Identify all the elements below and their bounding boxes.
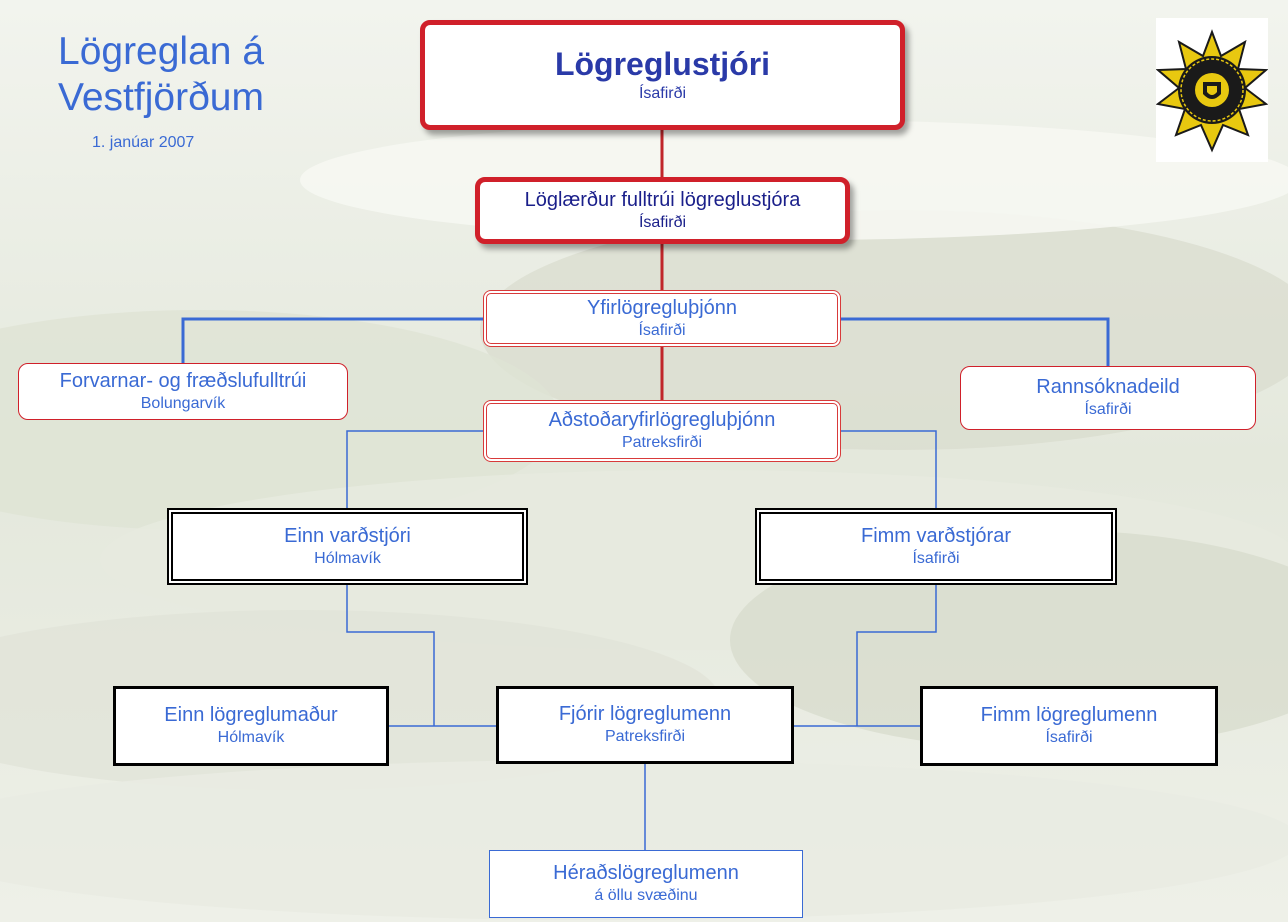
org-title-line1: Lögreglan á bbox=[58, 30, 265, 73]
node-deputy-inspector-name: Aðstoðaryfirlögregluþjónn bbox=[548, 409, 776, 431]
node-one-sergeant-name: Einn varðstjóri bbox=[284, 524, 411, 547]
org-title-line2: Vestfjörðum bbox=[58, 76, 264, 119]
blue-connectors-main bbox=[181, 317, 1110, 366]
node-chief-inspector-location: Ísafirði bbox=[638, 321, 686, 339]
node-one-officer-name: Einn lögreglumaður bbox=[164, 704, 338, 726]
node-four-officers: Fjórir lögreglumenn Patreksfirði bbox=[496, 686, 794, 764]
node-prevention-name: Forvarnar- og fræðslufulltrúi bbox=[59, 369, 307, 392]
node-five-officers-location: Ísafirði bbox=[1045, 729, 1093, 746]
node-chief-name: Lögreglustjóri bbox=[554, 46, 771, 82]
node-one-sergeant: Einn varðstjóri Hólmavík bbox=[167, 508, 528, 585]
node-four-officers-name: Fjórir lögreglumenn bbox=[558, 703, 732, 725]
node-investigation-location: Ísafirði bbox=[1084, 401, 1132, 418]
node-legal-officer-name: Löglærður fulltrúi lögreglustjóra bbox=[524, 188, 801, 211]
node-legal-officer: Löglærður fulltrúi lögreglustjóra Ísafir… bbox=[475, 177, 850, 244]
node-five-sergeants-location: Ísafirði bbox=[912, 549, 960, 567]
org-date: 1. janúar 2007 bbox=[92, 134, 195, 151]
node-five-sergeants-name: Fimm varðstjórar bbox=[860, 524, 1011, 547]
node-five-officers-name: Fimm lögreglumenn bbox=[980, 704, 1158, 726]
node-investigation-name: Rannsóknadeild bbox=[1036, 376, 1180, 398]
node-one-officer-location: Hólmavík bbox=[217, 729, 285, 746]
node-chief-location: Ísafirði bbox=[638, 85, 687, 102]
node-one-sergeant-location: Hólmavík bbox=[314, 549, 381, 567]
node-district-officers: Héraðslögreglumenn á öllu svæðinu bbox=[489, 850, 803, 918]
node-prevention: Forvarnar- og fræðslufulltrúi Bolungarví… bbox=[18, 363, 348, 420]
node-legal-officer-location: Ísafirði bbox=[638, 213, 687, 231]
node-one-officer: Einn lögreglumaður Hólmavík bbox=[113, 686, 389, 766]
blue-connectors-thin bbox=[346, 430, 937, 850]
node-deputy-inspector-location: Patreksfirði bbox=[621, 434, 703, 451]
node-five-sergeants: Fimm varðstjórar Ísafirði bbox=[755, 508, 1117, 585]
node-investigation: Rannsóknadeild Ísafirði bbox=[960, 366, 1256, 430]
node-four-officers-location: Patreksfirði bbox=[604, 728, 686, 745]
node-district-officers-name: Héraðslögreglumenn bbox=[553, 862, 739, 884]
node-chief-inspector-name: Yfirlögregluþjónn bbox=[586, 296, 738, 319]
police-star-badge-icon bbox=[1155, 18, 1269, 162]
node-chief-inspector: Yfirlögregluþjónn Ísafirði bbox=[483, 290, 841, 347]
node-prevention-location: Bolungarvík bbox=[140, 394, 226, 412]
node-five-officers: Fimm lögreglumenn Ísafirði bbox=[920, 686, 1218, 766]
node-chief: Lögreglustjóri Ísafirði bbox=[420, 20, 905, 130]
node-district-officers-location: á öllu svæðinu bbox=[594, 887, 698, 904]
node-deputy-inspector: Aðstoðaryfirlögregluþjónn Patreksfirði bbox=[483, 400, 841, 462]
